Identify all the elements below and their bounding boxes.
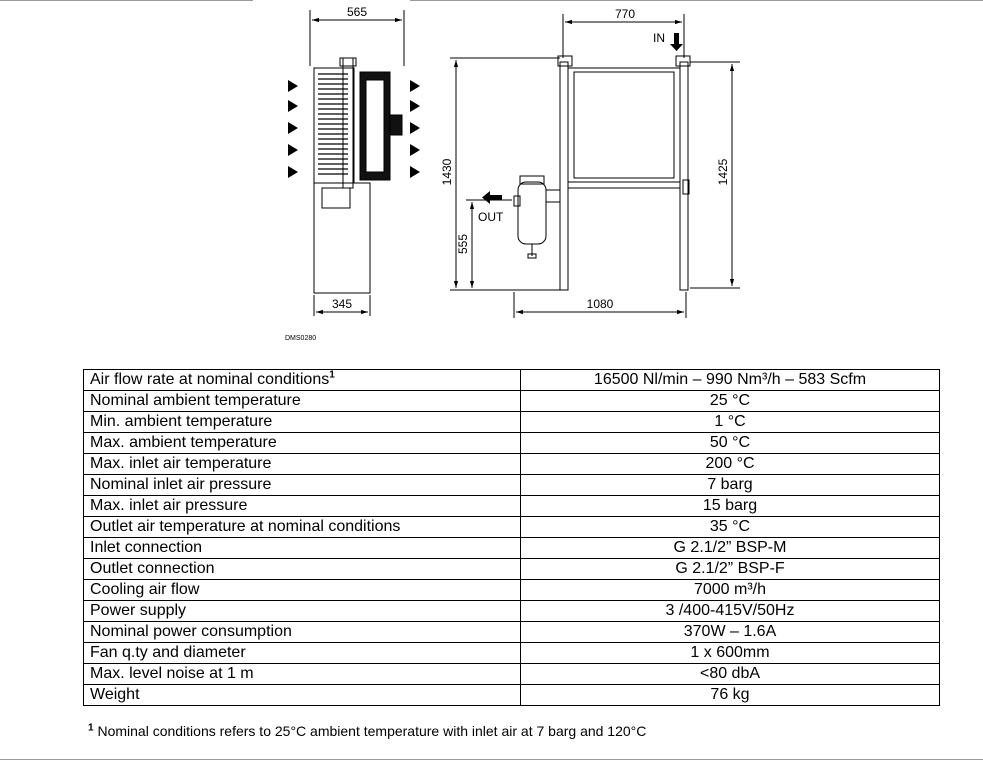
table-row: Fan q.ty and diameter 1 x 600mm bbox=[83, 642, 940, 664]
spec-value: 7 barg bbox=[520, 474, 940, 496]
spec-param-label: Air flow rate at nominal conditions bbox=[90, 371, 330, 388]
spec-param-label: Weight bbox=[90, 686, 140, 703]
table-row: Max. inlet air temperature 200 °C bbox=[83, 453, 940, 475]
spec-value: 35 °C bbox=[520, 516, 940, 538]
spec-param: Min. ambient temperature bbox=[83, 411, 521, 433]
spec-value: G 2.1/2” BSP-M bbox=[520, 537, 940, 559]
spec-param-label: Cooling air flow bbox=[90, 581, 200, 598]
dim-label-770: 770 bbox=[615, 7, 635, 21]
footnote: 1 Nominal conditions refers to 25°C ambi… bbox=[88, 723, 646, 739]
spec-param-label: Power supply bbox=[90, 602, 187, 619]
spec-param: Cooling air flow bbox=[83, 579, 521, 601]
spec-param: Nominal ambient temperature bbox=[83, 390, 521, 412]
side-view bbox=[309, 10, 405, 316]
fan-motor bbox=[389, 114, 403, 136]
spec-value: G 2.1/2” BSP-F bbox=[520, 558, 940, 580]
dim-label-555: 555 bbox=[456, 234, 470, 254]
footnote-ref: 1 bbox=[329, 369, 335, 381]
spec-param: Power supply bbox=[83, 600, 521, 622]
out-label: OUT bbox=[478, 210, 504, 224]
spec-value: 50 °C bbox=[520, 432, 940, 454]
table-row: Nominal ambient temperature 25 °C bbox=[83, 390, 940, 412]
airflow-arrows bbox=[288, 80, 420, 178]
left-leg bbox=[559, 61, 569, 291]
inlet-arrow-icon bbox=[670, 33, 683, 51]
table-row: Max. level noise at 1 m <80 dbA bbox=[83, 663, 940, 685]
footnote-text: Nominal conditions refers to 25°C ambien… bbox=[93, 723, 647, 739]
spec-param-label: Min. ambient temperature bbox=[90, 413, 273, 430]
spec-param: Outlet air temperature at nominal condit… bbox=[83, 516, 521, 538]
spec-value: 370W – 1.6A bbox=[520, 621, 940, 643]
dim-label-1080: 1080 bbox=[587, 297, 614, 311]
table-row: Outlet connection G 2.1/2” BSP-F bbox=[83, 558, 940, 580]
table-row: Outlet air temperature at nominal condit… bbox=[83, 516, 940, 538]
spec-param-label: Inlet connection bbox=[90, 539, 203, 556]
spec-param-label: Max. ambient temperature bbox=[90, 434, 277, 451]
top-rule-right bbox=[410, 0, 983, 1]
spec-param-label: Max. inlet air pressure bbox=[90, 497, 248, 514]
spec-value: 15 barg bbox=[520, 495, 940, 517]
spec-param-label: Nominal inlet air pressure bbox=[90, 476, 272, 493]
spec-value: <80 dbA bbox=[520, 663, 940, 685]
spec-param-label: Outlet connection bbox=[90, 560, 215, 577]
dim-label-1425: 1425 bbox=[716, 158, 730, 185]
table-row: Max. inlet air pressure 15 barg bbox=[83, 495, 940, 517]
spec-param-label: Outlet air temperature at nominal condit… bbox=[90, 518, 401, 535]
bottom-rule bbox=[0, 759, 983, 760]
right-leg bbox=[679, 61, 689, 291]
spec-value: 7000 m³/h bbox=[520, 579, 940, 601]
spec-param: Nominal power consumption bbox=[83, 621, 521, 643]
spec-param: Max. inlet air pressure bbox=[83, 495, 521, 517]
spec-value: 1 °C bbox=[520, 411, 940, 433]
dim-label-345: 345 bbox=[332, 297, 352, 311]
table-row: Inlet connection G 2.1/2” BSP-M bbox=[83, 537, 940, 559]
spec-value: 3 /400-415V/50Hz bbox=[520, 600, 940, 622]
spec-param: Inlet connection bbox=[83, 537, 521, 559]
table-row: Max. ambient temperature 50 °C bbox=[83, 432, 940, 454]
spec-value: 76 kg bbox=[520, 684, 940, 706]
table-row: Power supply 3 /400-415V/50Hz bbox=[83, 600, 940, 622]
table-row: Min. ambient temperature 1 °C bbox=[83, 411, 940, 433]
front-view bbox=[450, 14, 740, 318]
spec-param: Nominal inlet air pressure bbox=[83, 474, 521, 496]
drawing-code: DMS0280 bbox=[285, 335, 316, 342]
spec-param: Max. inlet air temperature bbox=[83, 453, 521, 475]
spec-param: Max. level noise at 1 m bbox=[83, 663, 521, 685]
footnote-mark: 1 bbox=[88, 722, 94, 734]
radiator-body bbox=[313, 67, 355, 184]
spec-param: Weight bbox=[83, 684, 521, 706]
spec-value: 1 x 600mm bbox=[520, 642, 940, 664]
spec-value: 16500 Nl/min – 990 Nm³/h – 583 Scfm bbox=[520, 369, 940, 391]
separator-body bbox=[517, 181, 547, 245]
spec-param: Outlet connection bbox=[83, 558, 521, 580]
spec-param: Fan q.ty and diameter bbox=[83, 642, 521, 664]
spec-value: 200 °C bbox=[520, 453, 940, 475]
table-row: Nominal inlet air pressure 7 barg bbox=[83, 474, 940, 496]
spec-param-label: Nominal ambient temperature bbox=[90, 392, 301, 409]
spec-param: Max. ambient temperature bbox=[83, 432, 521, 454]
spec-value: 25 °C bbox=[520, 390, 940, 412]
table-row: Nominal power consumption 370W – 1.6A bbox=[83, 621, 940, 643]
table-row: Weight 76 kg bbox=[83, 684, 940, 706]
crossbar bbox=[567, 181, 681, 189]
dim-label-1430: 1430 bbox=[440, 158, 454, 185]
top-rule-left bbox=[0, 0, 253, 1]
cooler-frame bbox=[567, 67, 681, 183]
spec-param-label: Nominal power consumption bbox=[90, 623, 292, 640]
spec-param: Air flow rate at nominal conditions1 bbox=[83, 369, 521, 391]
in-label: IN bbox=[653, 31, 665, 45]
spec-param-label: Max. level noise at 1 m bbox=[90, 665, 254, 682]
spec-param-label: Fan q.ty and diameter bbox=[90, 644, 246, 661]
spec-param-label: Max. inlet air temperature bbox=[90, 455, 272, 472]
table-row: Cooling air flow 7000 m³/h bbox=[83, 579, 940, 601]
side-frame bbox=[313, 182, 371, 294]
outlet-arrow-icon bbox=[482, 191, 502, 204]
dim-label-565: 565 bbox=[347, 5, 367, 19]
technical-drawing: 565 345 DMS0280 bbox=[285, 5, 740, 342]
